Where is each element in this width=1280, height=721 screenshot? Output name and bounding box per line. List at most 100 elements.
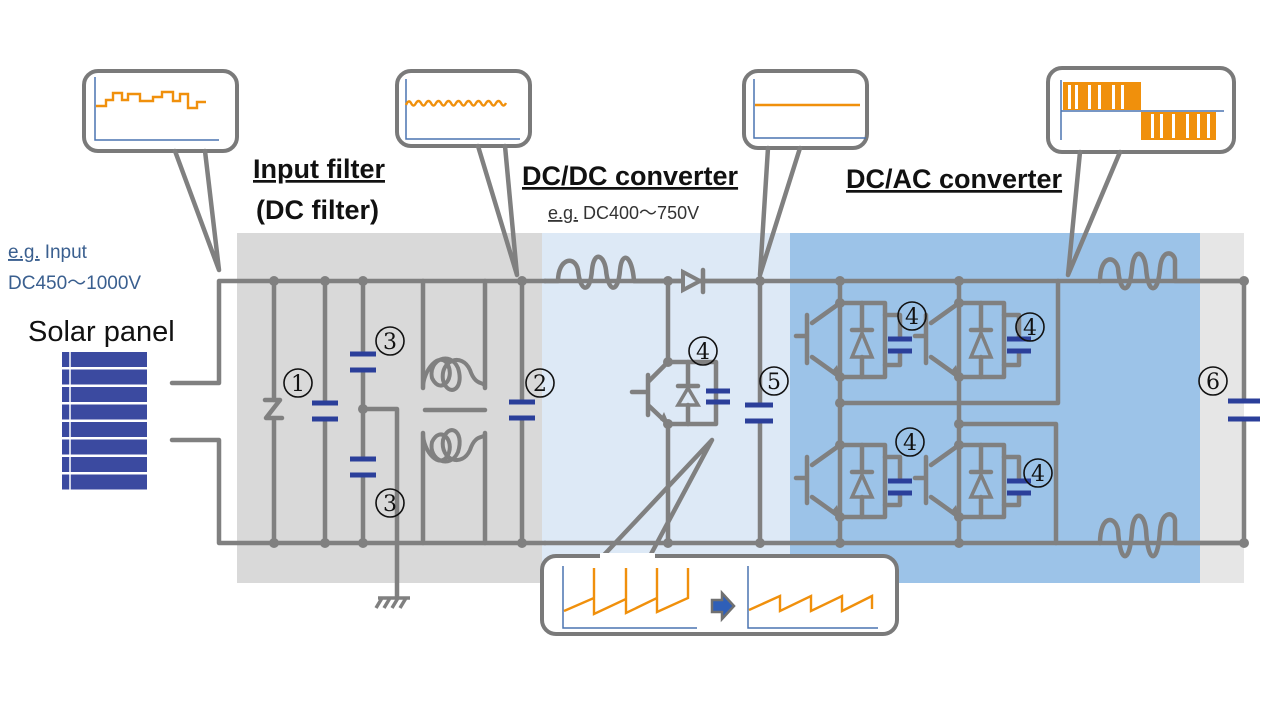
panel-lead-negative — [169, 437, 548, 546]
solar-cell — [62, 439, 147, 455]
waveform-axis — [562, 566, 697, 629]
component-marker-2: 2 — [525, 368, 555, 398]
component-marker-4: 4 — [1023, 458, 1053, 488]
dcac-output-waveform — [1046, 66, 1236, 278]
waveform-trace — [404, 99, 508, 107]
svg-text:4: 4 — [905, 305, 919, 330]
junction-node — [358, 538, 368, 548]
junction-node — [517, 276, 527, 286]
junction-node — [755, 538, 765, 548]
filter-output-waveform — [395, 69, 532, 278]
common-mode-choke-icon — [421, 356, 488, 464]
svg-text:5: 5 — [767, 370, 781, 395]
igbt-bridge — [793, 300, 1031, 520]
junction-node — [320, 538, 330, 548]
dcdc-heading: DC/DC converter e.g.DC400〜750V — [522, 161, 739, 223]
junction-node — [954, 440, 964, 450]
pwm-positive-block — [1063, 82, 1141, 110]
junction-node — [835, 372, 845, 382]
waveform-axis — [405, 79, 520, 140]
component-marker-6: 6 — [1198, 366, 1228, 396]
callout-pointer — [172, 148, 222, 273]
input-eg: e.g. — [8, 242, 40, 263]
junction-node — [1239, 276, 1249, 286]
output-region — [1200, 233, 1244, 583]
switching-waveform-comparison — [540, 437, 899, 636]
solar-cell — [62, 352, 147, 367]
junction-node — [835, 276, 845, 286]
junction-nodes — [269, 276, 1249, 548]
varistor-z-icon — [262, 397, 285, 421]
junction-node — [954, 419, 964, 429]
component-marker-4: 4 — [895, 427, 925, 457]
ground-wire — [360, 406, 400, 601]
svg-text:4: 4 — [1031, 462, 1045, 487]
component-marker-3: 3 — [375, 326, 405, 356]
junction-node — [755, 276, 765, 286]
bridge-output-bottom — [956, 421, 1059, 546]
waveform-callouts — [82, 66, 1236, 636]
svg-text:2: 2 — [533, 372, 547, 397]
junction-node — [517, 538, 527, 548]
callout-pointer — [1065, 149, 1123, 278]
component-marker-3: 3 — [375, 488, 405, 518]
junction-node — [320, 276, 330, 286]
junction-node — [269, 276, 279, 286]
boost-diode-icon — [681, 267, 706, 295]
igbt-module-icon — [793, 442, 903, 520]
component-marker-4: 4 — [1015, 312, 1045, 342]
output-inductor-bottom-icon — [1097, 512, 1247, 559]
junction-node — [954, 512, 964, 522]
dcac-region — [790, 233, 1200, 583]
bridge-center-vertical — [837, 278, 962, 546]
solar-cell — [62, 422, 147, 437]
junction-node — [835, 538, 845, 548]
junction-node — [1239, 538, 1249, 548]
dcdc-output-waveform — [742, 69, 869, 278]
panel-lead-positive — [169, 278, 548, 386]
component-marker-1: 1 — [283, 368, 313, 398]
svg-text:e.g.Input: e.g.Input — [8, 242, 88, 263]
dcdc-title: DC/DC converter — [522, 161, 739, 191]
waveform-axis — [94, 77, 219, 141]
junction-node — [663, 419, 673, 429]
waveform-trace-before — [563, 568, 690, 616]
solar-cell — [62, 369, 147, 385]
dcac-title: DC/AC converter — [846, 164, 1063, 194]
junction-node — [835, 298, 845, 308]
junction-node — [358, 404, 368, 414]
input-voltage-label: e.g.Input DC450〜1000V — [8, 242, 141, 294]
component-marker-4: 4 — [897, 301, 927, 331]
svg-text:6: 6 — [1206, 370, 1220, 395]
ground-icon — [374, 596, 410, 609]
bridge-output-top — [837, 278, 1061, 406]
junction-node — [954, 372, 964, 382]
solar-cell — [62, 457, 147, 472]
igbt-module-icon — [912, 300, 1022, 380]
solar-cell — [62, 474, 147, 490]
svg-text:4: 4 — [1023, 316, 1037, 341]
boost-inductor-icon — [542, 254, 671, 290]
solar-cell — [62, 387, 147, 402]
component-marker-5: 5 — [759, 366, 789, 396]
svg-text:3: 3 — [383, 330, 397, 355]
junction-node — [954, 298, 964, 308]
junction-node — [835, 398, 845, 408]
svg-text:1: 1 — [291, 372, 305, 397]
junction-node — [269, 538, 279, 548]
igbt-module-icon — [793, 300, 903, 380]
junction-node — [663, 357, 673, 367]
svg-text:4: 4 — [903, 431, 917, 456]
input-filter-heading: Input filter (DC filter) — [253, 154, 385, 225]
input-filter-title: Input filter — [253, 154, 385, 184]
waveform-axis — [747, 566, 878, 629]
input-word: Input — [45, 242, 88, 263]
solar-cell — [62, 404, 147, 420]
output-inductor-top-icon — [1097, 251, 1247, 291]
input-filter-subtitle: (DC filter) — [256, 195, 379, 225]
solar-panel-icon — [62, 352, 147, 490]
input-range: DC450〜1000V — [8, 273, 141, 294]
junction-node — [954, 538, 964, 548]
